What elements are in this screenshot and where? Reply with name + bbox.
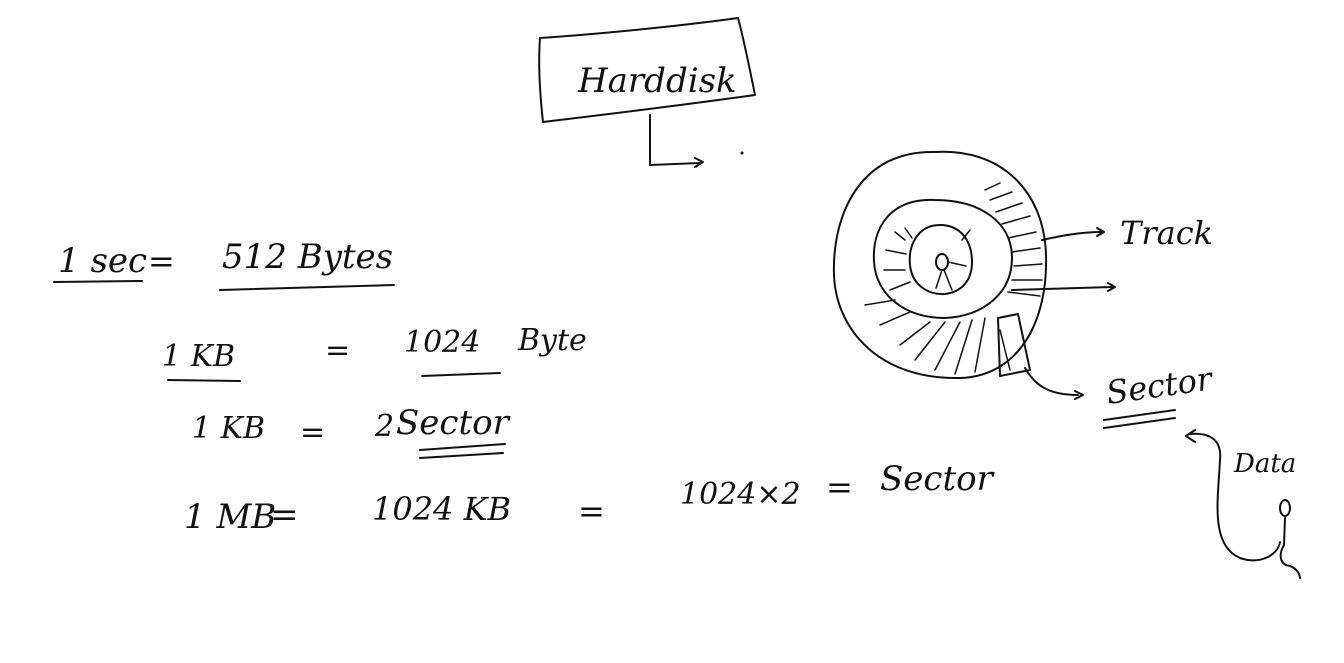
- eq4-rhs: Sector: [880, 459, 995, 499]
- data-annotation: Data: [1185, 429, 1301, 579]
- eq4-op3: =: [826, 468, 853, 506]
- track-hatching: [984, 182, 1043, 297]
- disk-spindle: [935, 253, 949, 271]
- eq4-lhs: 1 MB: [184, 497, 276, 537]
- sector-label: Sector: [1104, 359, 1216, 412]
- sector-detail-line: [999, 329, 1011, 371]
- eq2-rhs-unit: Byte: [517, 323, 587, 358]
- sector-underline-2: [1103, 417, 1176, 429]
- eq3-underline-1: [419, 443, 506, 451]
- track-label: Track: [1120, 214, 1213, 252]
- track-annotation: Track: [1011, 214, 1213, 292]
- eq3-underline-2: [419, 452, 504, 459]
- spindle-spoke-2: [943, 269, 953, 291]
- inner-hatching: [883, 227, 971, 291]
- data-figure-body: [1279, 517, 1301, 579]
- eq1-lhs-underline: [53, 280, 143, 283]
- eq1-rhs: 512 Bytes: [222, 237, 393, 277]
- eq2-rhs-underline: [421, 372, 501, 377]
- spindle-spoke-3: [947, 261, 967, 267]
- title-box-border: [538, 17, 756, 123]
- equation-kb-sectors: 1 KB = 2 Sector: [192, 403, 511, 459]
- title-connector-arrow: [649, 114, 701, 166]
- eq4-calc: 1024×2: [680, 477, 801, 512]
- track-arrowhead: [1096, 227, 1105, 237]
- title-arrowhead: [694, 157, 704, 168]
- sector-arrow-line: [1024, 367, 1079, 396]
- disk-outer-ring: [832, 150, 1048, 380]
- eq4-mid: 1024 KB: [372, 490, 511, 528]
- sector-annotation: Sector: [1024, 359, 1216, 429]
- disk-middle-ring: [872, 198, 1013, 319]
- data-arrowhead: [1185, 429, 1196, 443]
- eq3-rhs-word: Sector: [396, 403, 511, 443]
- equation-sector-bytes: 1 sec = 512 Bytes: [53, 237, 395, 291]
- eq2-lhs: 1 KB: [162, 339, 235, 374]
- eq2-op: =: [325, 333, 350, 368]
- highlighted-sector: [997, 313, 1031, 377]
- eq3-rhs-number: 2: [374, 409, 394, 444]
- eq1-lhs: 1 sec: [58, 241, 147, 281]
- eq3-op: =: [300, 415, 325, 450]
- data-curve: [1189, 432, 1281, 562]
- second-arrowhead: [1107, 282, 1116, 292]
- sector-arrowhead: [1074, 390, 1084, 400]
- equation-kb-bytes: 1 KB = 1024 Byte: [162, 323, 587, 382]
- stray-dot: [740, 151, 744, 155]
- eq2-lhs-underline: [167, 379, 241, 382]
- title-text: Harddisk: [577, 61, 737, 101]
- eq2-rhs-number: 1024: [404, 325, 480, 360]
- spindle-spoke-1: [935, 269, 943, 289]
- harddisk-title-box: Harddisk: [538, 17, 756, 168]
- equation-mb: 1 MB = 1024 KB = 1024×2 = Sector: [184, 459, 995, 537]
- data-label: Data: [1233, 449, 1296, 479]
- sector-underline-1: [1103, 409, 1176, 421]
- eq1-op: =: [148, 242, 175, 280]
- disk-inner-ring: [908, 224, 973, 296]
- track-arrow-line: [1041, 231, 1103, 241]
- second-arrow-line: [1011, 286, 1113, 291]
- sector-hatching: [864, 299, 986, 375]
- hard-disk-platter-drawing: [832, 150, 1048, 380]
- eq4-op2: =: [578, 492, 605, 530]
- data-figure-head: [1279, 499, 1291, 517]
- eq4-op1: =: [270, 495, 299, 535]
- eq1-rhs-underline: [219, 284, 395, 291]
- eq3-lhs: 1 KB: [192, 411, 265, 446]
